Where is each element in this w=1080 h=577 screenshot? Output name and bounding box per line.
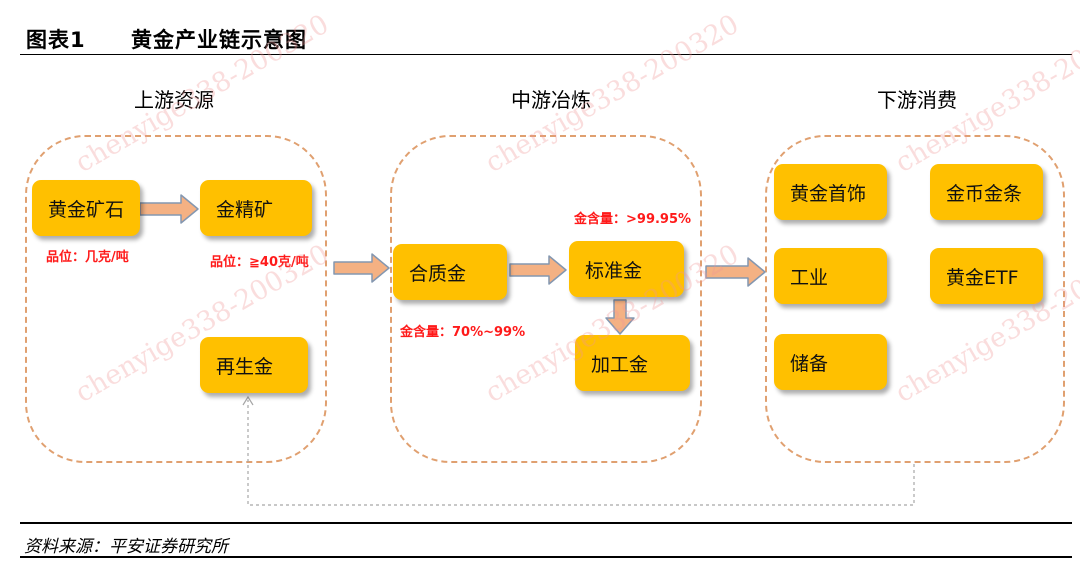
node-industry: 工业 (774, 248, 887, 304)
node-coins-bars: 金币金条 (930, 164, 1043, 220)
footer-rule-top (20, 522, 1072, 524)
node-coins-bars-label: 金币金条 (946, 182, 1023, 205)
node-gold-etf: 黄金ETF (930, 248, 1043, 304)
section-title-downstream: 下游消费 (877, 88, 957, 112)
node-gold-concentrate-label: 金精矿 (216, 198, 274, 221)
node-gold-etf-label: 黄金ETF (946, 266, 1019, 289)
node-industry-label: 工业 (790, 266, 829, 289)
node-gold-jewelry-label: 黄金首饰 (790, 182, 867, 205)
footer-rule-bottom (20, 556, 1072, 558)
section-title-midstream: 中游冶炼 (511, 88, 591, 112)
node-recycled-gold: 再生金 (200, 337, 308, 393)
node-gold-concentrate: 金精矿 (200, 180, 312, 236)
midstream-group (390, 135, 702, 463)
arrow-standard-to-processed (605, 299, 635, 335)
figure-header: 图表1 黄金产业链示意图 (26, 24, 307, 54)
note-concentrate-grade: 品位：≧40克/吨 (210, 255, 309, 270)
note-ore-grade: 品位：几克/吨 (46, 250, 129, 265)
node-processed-gold: 加工金 (575, 335, 690, 391)
node-reserves-label: 储备 (790, 352, 829, 375)
node-gold-ore: 黄金矿石 (32, 180, 140, 236)
figure-number: 图表1 (26, 28, 86, 52)
recycle-feedback-arrowhead (242, 395, 254, 406)
node-alloy-gold-label: 合质金 (409, 262, 467, 285)
arrow-midstream-to-downstream (705, 257, 766, 287)
node-recycled-gold-label: 再生金 (216, 355, 274, 378)
note-standard-content: 金含量：>99.95% (574, 212, 692, 227)
node-processed-gold-label: 加工金 (591, 353, 649, 376)
figure-title: 黄金产业链示意图 (131, 28, 307, 52)
arrow-alloy-to-standard (509, 255, 567, 285)
node-standard-gold: 标准金 (569, 241, 684, 297)
header-rule (20, 54, 1072, 55)
recycle-feedback-line (247, 400, 915, 506)
arrow-ore-to-concentrate (139, 194, 199, 224)
source-note: 资料来源：平安证券研究所 (24, 537, 228, 557)
node-standard-gold-label: 标准金 (585, 259, 643, 282)
node-reserves: 储备 (774, 334, 887, 390)
arrow-upstream-to-midstream (333, 253, 390, 283)
node-alloy-gold: 合质金 (393, 244, 507, 300)
node-gold-jewelry: 黄金首饰 (774, 164, 887, 220)
node-gold-ore-label: 黄金矿石 (48, 198, 125, 221)
downstream-group (765, 135, 1065, 463)
section-title-upstream: 上游资源 (134, 88, 214, 112)
note-alloy-content: 金含量：70%~99% (400, 325, 526, 340)
upstream-group (25, 135, 327, 463)
